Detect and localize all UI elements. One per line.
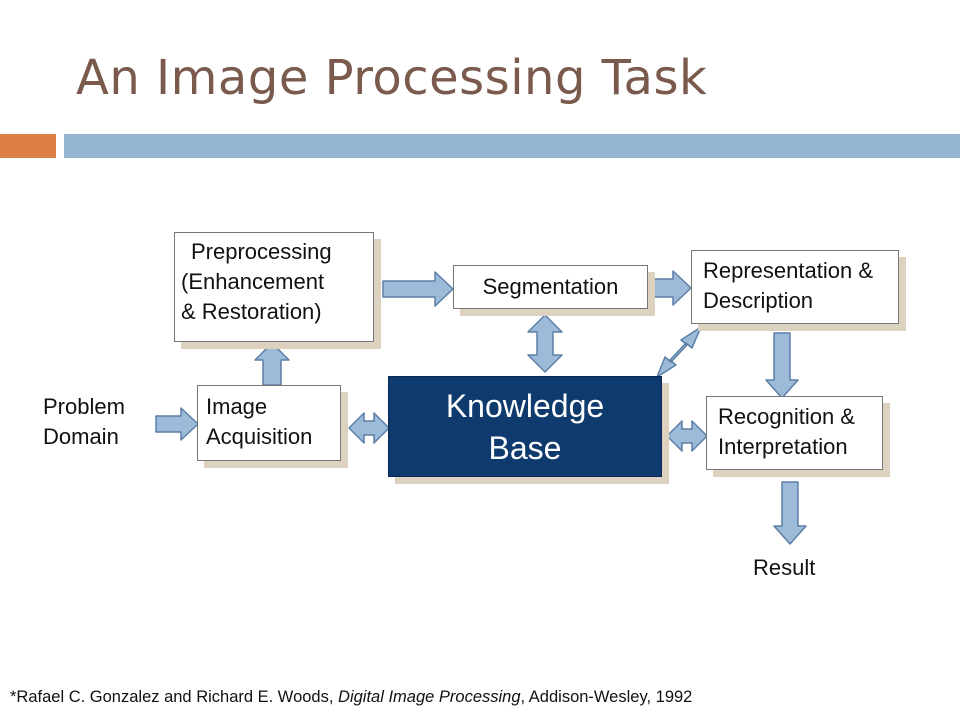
preprocessing-line-2: (Enhancement: [181, 269, 325, 294]
problem-domain-line-1: Problem: [43, 394, 125, 419]
arrow-acquisition-to-preprocessing: [254, 342, 290, 386]
arrow-problem-to-acquisition: [155, 407, 199, 441]
representation-box: Representation & Description: [691, 250, 899, 324]
slide-title: An Image Processing Task: [76, 50, 708, 106]
recognition-line-1: Recognition &: [718, 404, 855, 429]
arrow-segmentation-knowledge-base: [527, 314, 563, 373]
image-acquisition-box: Image Acquisition: [197, 385, 341, 461]
title-accent-bar: [0, 134, 56, 158]
arrow-knowledge-base-recognition: [666, 420, 708, 452]
representation-line-2: Description: [703, 288, 814, 313]
knowledge-base-line-2: Base: [488, 430, 562, 466]
image-acquisition-line-2: Acquisition: [206, 424, 313, 449]
image-acquisition-line-1: Image: [206, 394, 268, 419]
arrow-preprocessing-to-segmentation: [382, 271, 454, 307]
arrow-knowledge-base-representation: [656, 326, 702, 378]
citation-authors: *Rafael C. Gonzalez and Richard E. Woods…: [10, 688, 339, 706]
recognition-line-2: Interpretation: [718, 434, 848, 459]
arrow-segmentation-to-representation: [640, 270, 692, 306]
segmentation-label: Segmentation: [482, 274, 619, 299]
problem-domain-label: Problem Domain: [43, 392, 125, 452]
title-underline-bar: [64, 134, 960, 158]
citation-footnote: *Rafael C. Gonzalez and Richard E. Woods…: [10, 688, 692, 707]
citation-publisher: , Addison-Wesley, 1992: [520, 688, 693, 706]
problem-domain-line-2: Domain: [43, 424, 119, 449]
preprocessing-line-3: & Restoration): [181, 299, 322, 324]
arrow-acquisition-knowledge-base: [348, 412, 390, 444]
arrow-representation-to-recognition: [765, 332, 799, 399]
citation-book-title: Digital Image Processing: [338, 688, 521, 706]
representation-line-1: Representation &: [703, 258, 873, 283]
segmentation-box: Segmentation: [453, 265, 648, 309]
preprocessing-line-1: Preprocessing: [191, 239, 332, 264]
arrow-recognition-to-result: [773, 481, 807, 545]
knowledge-base-line-1: Knowledge: [445, 388, 605, 424]
result-label: Result: [753, 555, 816, 580]
knowledge-base-box: Knowledge Base: [388, 376, 662, 477]
preprocessing-box: Preprocessing (Enhancement & Restoration…: [174, 232, 374, 342]
recognition-box: Recognition & Interpretation: [706, 396, 883, 470]
